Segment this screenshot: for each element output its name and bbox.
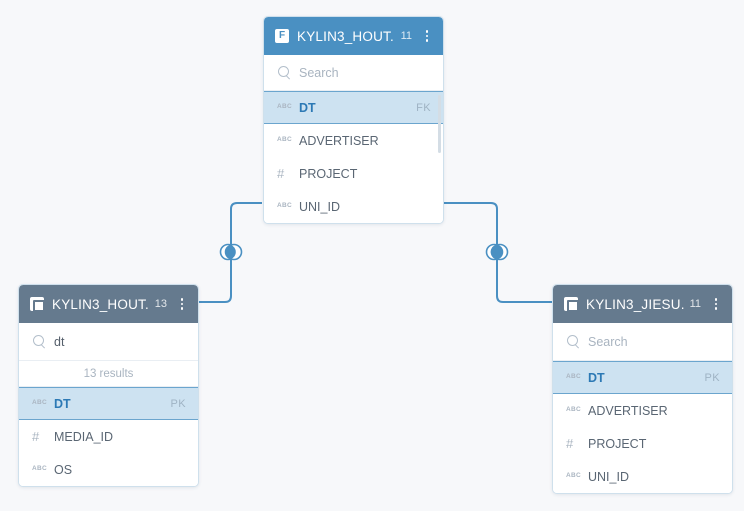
search-placeholder: Search <box>299 65 339 80</box>
join-relationship-icon-right[interactable] <box>484 242 510 262</box>
table-card-lookup-right[interactable]: KYLIN3_JIESU... 11 Search ABC DT PK ABC … <box>552 284 733 494</box>
column-name: DT <box>588 370 605 385</box>
column-row-dt[interactable]: ABC DT FK <box>264 91 443 124</box>
search-value: dt <box>54 334 65 349</box>
lookup-table-icon <box>564 297 579 312</box>
search-icon <box>278 66 291 79</box>
abc-type-icon: ABC <box>32 399 47 407</box>
card-header-lookup-left[interactable]: KYLIN3_HOUT... 13 <box>19 285 198 323</box>
column-row-project[interactable]: # PROJECT <box>553 427 732 460</box>
column-row-os[interactable]: ABC OS <box>19 453 198 486</box>
column-row-uni-id[interactable]: ABC UNI_ID <box>553 460 732 493</box>
column-row-uni-id[interactable]: ABC UNI_ID <box>264 190 443 223</box>
fact-table-icon <box>275 29 289 43</box>
column-count-badge: 13 <box>154 298 167 310</box>
column-name: MEDIA_ID <box>54 429 114 444</box>
column-list-scrollbar[interactable] <box>438 95 441 153</box>
card-title: KYLIN3_HOUT... <box>297 28 395 44</box>
column-name: ADVERTISER <box>299 133 379 148</box>
card-header-fact[interactable]: KYLIN3_HOUT... 11 <box>264 17 443 55</box>
search-input-lookup-left[interactable]: dt <box>19 323 198 361</box>
search-placeholder: Search <box>588 334 628 349</box>
column-name: DT <box>54 396 71 411</box>
column-name: PROJECT <box>588 436 647 451</box>
search-results-count: 13 results <box>19 361 198 387</box>
abc-type-icon: ABC <box>277 136 292 144</box>
column-name: PROJECT <box>299 166 358 181</box>
kebab-menu-icon[interactable] <box>421 28 433 44</box>
column-row-dt[interactable]: ABC DT PK <box>553 361 732 394</box>
column-row-project[interactable]: # PROJECT <box>264 157 443 190</box>
column-name: ADVERTISER <box>588 403 668 418</box>
abc-type-icon: ABC <box>277 103 292 111</box>
kebab-menu-icon[interactable] <box>176 296 188 312</box>
column-row-media-id[interactable]: # MEDIA_ID <box>19 420 198 453</box>
column-list-lookup-right[interactable]: ABC DT PK ABC ADVERTISER # PROJECT ABC U… <box>553 361 732 493</box>
column-count-badge: 11 <box>400 30 412 42</box>
abc-type-icon: ABC <box>277 202 292 210</box>
kebab-menu-icon[interactable] <box>710 296 722 312</box>
column-list-lookup-left[interactable]: ABC DT PK # MEDIA_ID ABC OS <box>19 387 198 486</box>
column-row-advertiser[interactable]: ABC ADVERTISER <box>264 124 443 157</box>
abc-type-icon: ABC <box>566 406 581 414</box>
number-type-icon: # <box>32 429 40 444</box>
number-type-icon: # <box>277 166 285 181</box>
table-card-lookup-left[interactable]: KYLIN3_HOUT... 13 dt 13 results ABC DT P… <box>18 284 199 487</box>
card-header-lookup-right[interactable]: KYLIN3_JIESU... 11 <box>553 285 732 323</box>
column-name: UNI_ID <box>588 469 629 484</box>
search-icon <box>567 335 580 348</box>
search-input-lookup-right[interactable]: Search <box>553 323 732 361</box>
column-row-dt[interactable]: ABC DT PK <box>19 387 198 420</box>
column-key-badge: FK <box>416 101 431 114</box>
card-title: KYLIN3_HOUT... <box>52 296 149 312</box>
search-input-fact[interactable]: Search <box>264 55 443 91</box>
column-key-badge: PK <box>170 397 186 410</box>
table-card-fact[interactable]: KYLIN3_HOUT... 11 Search ABC DT FK ABC A… <box>263 16 444 224</box>
card-title: KYLIN3_JIESU... <box>586 296 684 312</box>
abc-type-icon: ABC <box>32 465 47 473</box>
column-count-badge: 11 <box>689 298 701 310</box>
abc-type-icon: ABC <box>566 373 581 381</box>
column-row-advertiser[interactable]: ABC ADVERTISER <box>553 394 732 427</box>
column-list-fact[interactable]: ABC DT FK ABC ADVERTISER # PROJECT ABC U… <box>264 91 443 223</box>
search-icon <box>33 335 46 348</box>
column-key-badge: PK <box>704 371 720 384</box>
column-name: DT <box>299 100 316 115</box>
join-relationship-icon-left[interactable] <box>218 242 244 262</box>
column-name: OS <box>54 462 73 477</box>
lookup-table-icon <box>30 297 45 312</box>
number-type-icon: # <box>566 436 574 451</box>
abc-type-icon: ABC <box>566 472 581 480</box>
column-name: UNI_ID <box>299 199 340 214</box>
